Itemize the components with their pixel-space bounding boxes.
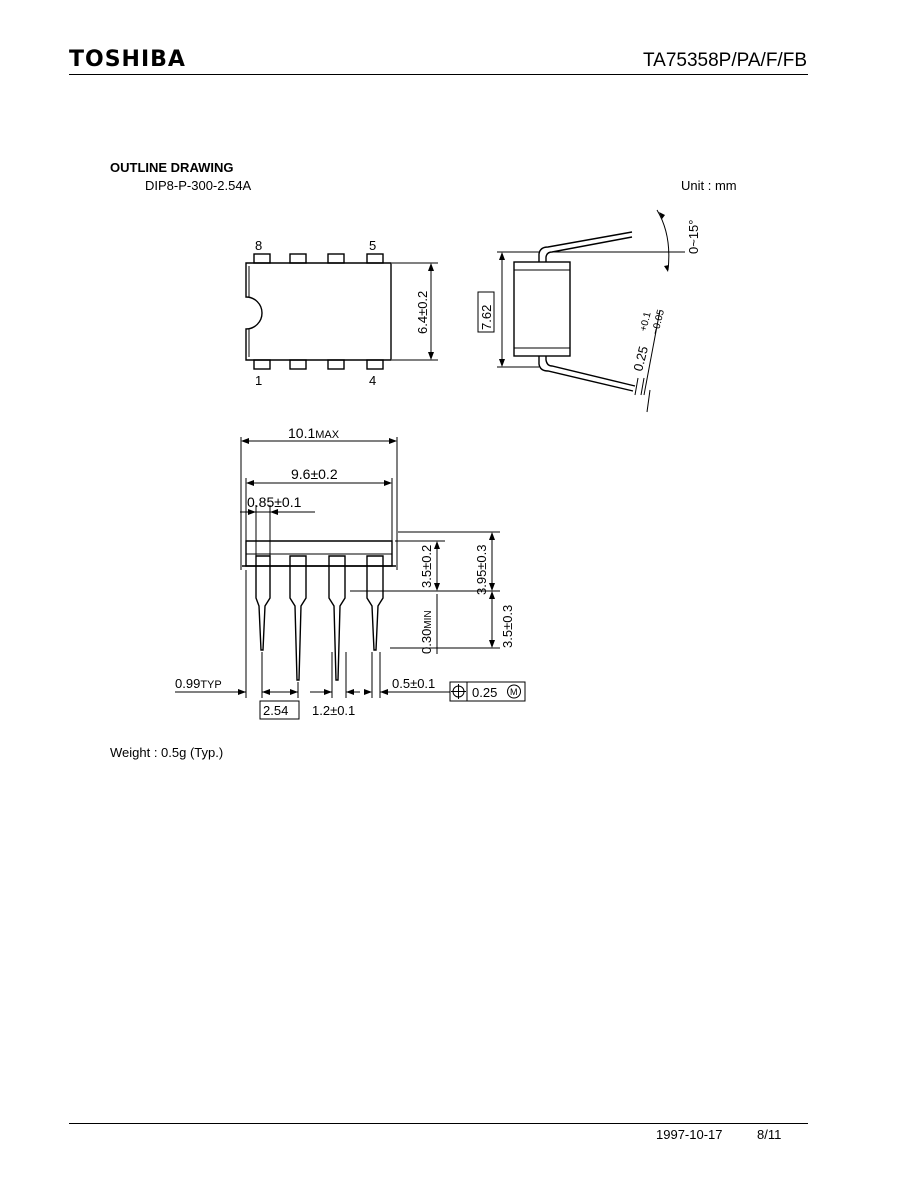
- pin-label-4: 4: [369, 373, 376, 388]
- lead-thickness-arrow: [646, 389, 651, 413]
- top-view-body: [245, 262, 392, 361]
- basic-dim-box: [477, 291, 495, 333]
- dim-lead-thickness-tol-minus: −0.05: [650, 308, 667, 336]
- pin-bottom-1: [253, 359, 271, 370]
- dim-standoff-value: 0.30: [419, 629, 434, 654]
- dim-total-height: 3.95±0.3: [474, 544, 489, 595]
- section-title: OUTLINE DRAWING: [110, 160, 234, 175]
- dim-pin1-width: 0.85±0.1: [247, 494, 302, 510]
- lead-3: [328, 555, 346, 681]
- dim-body-height: 3.5±0.2: [419, 545, 434, 588]
- lead-lower-inner: [545, 356, 636, 387]
- lead-thickness-tick: [640, 377, 645, 396]
- header-rule: [69, 74, 808, 75]
- pin-label-5: 5: [369, 238, 376, 253]
- lead-4: [366, 555, 384, 651]
- pin-top-6: [327, 253, 345, 264]
- dim-end-offset-suffix: TYP: [200, 679, 221, 691]
- lead-thickness-tick: [634, 377, 639, 396]
- dim-lead-thickness-tol-plus: +0.1: [638, 310, 654, 332]
- dimension-arrows: [248, 509, 278, 515]
- dim-body-length: 9.6±0.2: [291, 466, 338, 482]
- unit-label: Unit : mm: [681, 178, 737, 193]
- dim-end-offset-value: 0.99: [175, 676, 200, 691]
- dim-overall-length: 10.1MAX: [288, 425, 340, 441]
- pin-top-7: [289, 253, 307, 264]
- pin-top-5: [366, 253, 384, 264]
- lead-upper: [538, 231, 633, 262]
- dim-overall-length-suffix: MAX: [315, 429, 340, 441]
- dim-lead-length: 3.5±0.3: [500, 605, 515, 648]
- package-code: DIP8-P-300-2.54A: [145, 178, 252, 193]
- pin-bottom-3: [327, 359, 345, 370]
- dim-shoulder-width: 1.2±0.1: [312, 703, 355, 718]
- mmc-symbol: M: [510, 687, 518, 697]
- dim-end-offset: 0.99TYP: [175, 676, 222, 691]
- position-tolerance-frame: [449, 681, 526, 702]
- pin-bottom-2: [289, 359, 307, 370]
- footer-rule: [69, 1123, 808, 1124]
- lead-1: [255, 555, 271, 651]
- footer-date: 1997-10-17: [656, 1127, 723, 1142]
- angle-arc: [656, 209, 670, 271]
- dim-pitch: 2.54: [263, 703, 288, 718]
- dim-lead-thickness: 0.25: [630, 345, 651, 373]
- dim-body-width: 6.4±0.2: [415, 291, 430, 334]
- side-view: [497, 209, 685, 413]
- mmc-icon: [507, 684, 521, 699]
- position-icon: [451, 684, 466, 699]
- pin-label-1: 1: [255, 373, 262, 388]
- front-view: [175, 437, 500, 698]
- dim-standoff-suffix: MIN: [423, 610, 434, 628]
- dim-lead-angle: 0~15°: [686, 220, 701, 254]
- lead-thickness-leader: [643, 309, 661, 396]
- part-number: TA75358P/PA/F/FB: [642, 50, 807, 71]
- pin-bottom-4: [366, 359, 384, 370]
- footer-page: 8/11: [757, 1127, 782, 1142]
- pitch-basic-box: [259, 700, 300, 720]
- pin-label-8: 8: [255, 238, 262, 253]
- weight-note: Weight : 0.5g (Typ.): [110, 745, 224, 760]
- pin-top-8: [253, 253, 271, 264]
- dim-lead-width: 0.5±0.1: [392, 676, 435, 691]
- brand-logo: TOSHIBA: [69, 47, 186, 72]
- lead-lower: [538, 356, 634, 392]
- lead-2: [289, 555, 307, 681]
- dim-standoff: 0.30MIN: [419, 610, 434, 654]
- dim-position-tol: 0.25: [472, 685, 497, 700]
- tolerance-frame-box: [449, 681, 526, 702]
- dimension-arrows: [238, 689, 388, 695]
- dim-row-spacing: 7.62: [479, 305, 494, 330]
- lead-upper-inner: [545, 236, 633, 262]
- top-view: [245, 253, 438, 370]
- dim-overall-length-value: 10.1: [288, 425, 315, 441]
- dim-lead-thickness-value: 0.25: [630, 345, 651, 373]
- angle-arrows: [659, 212, 669, 272]
- side-view-body: [513, 261, 571, 357]
